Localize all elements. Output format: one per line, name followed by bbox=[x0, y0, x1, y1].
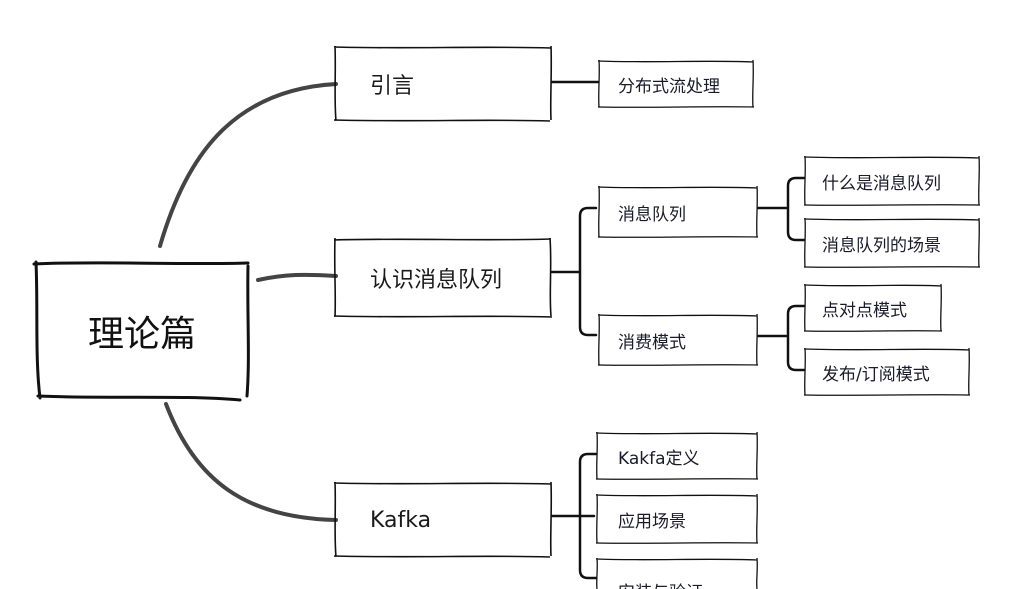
branch-kafka-frame bbox=[333, 481, 553, 558]
branch-message-queue-label: 认识消息队列 bbox=[370, 268, 503, 293]
node-point-to-point[interactable]: 点对点模式 bbox=[803, 283, 943, 332]
connector-root-mq bbox=[256, 272, 338, 282]
connector-mq-children bbox=[550, 206, 598, 337]
node-mq-scenarios-label: 消息队列的场景 bbox=[822, 235, 941, 256]
node-kafka-install[interactable]: 安装与验证 bbox=[596, 558, 758, 589]
connector-root-intro bbox=[158, 82, 338, 248]
node-kafka-definition[interactable]: Kakfa定义 bbox=[595, 431, 759, 480]
root-label: 理论篇 bbox=[87, 314, 196, 355]
branch-intro[interactable]: 引言 bbox=[333, 45, 553, 122]
branch-intro-frame bbox=[333, 45, 553, 122]
node-mq-scenarios[interactable]: 消息队列的场景 bbox=[803, 217, 981, 268]
node-what-is-mq[interactable]: 什么是消息队列 bbox=[803, 155, 981, 206]
connector-root-kafka bbox=[164, 402, 338, 522]
node-kafka-scenarios-label: 应用场景 bbox=[618, 511, 686, 532]
branch-kafka-label: Kafka bbox=[370, 507, 432, 533]
connector-mq-queue-children bbox=[756, 176, 806, 242]
branch-kafka[interactable]: Kafka bbox=[333, 481, 553, 558]
node-distributed-stream-label: 分布式流处理 bbox=[618, 76, 720, 97]
node-message-queue-label: 消息队列 bbox=[618, 204, 686, 225]
node-what-is-mq-label: 什么是消息队列 bbox=[822, 173, 941, 194]
root-node[interactable]: 理论篇 bbox=[32, 260, 250, 402]
node-consume-mode[interactable]: 消费模式 bbox=[597, 313, 759, 366]
node-consume-mode-label: 消费模式 bbox=[618, 332, 686, 353]
node-distributed-stream[interactable]: 分布式流处理 bbox=[597, 59, 755, 108]
node-kafka-definition-label: Kakfa定义 bbox=[618, 448, 700, 469]
node-pub-sub-label: 发布/订阅模式 bbox=[822, 364, 930, 385]
node-pub-sub[interactable]: 发布/订阅模式 bbox=[803, 347, 971, 396]
connector-kafka-children bbox=[550, 452, 598, 580]
connector-consume-children bbox=[756, 304, 806, 372]
node-kafka-scenarios[interactable]: 应用场景 bbox=[595, 493, 759, 544]
branch-message-queue[interactable]: 认识消息队列 bbox=[333, 237, 553, 318]
node-kafka-install-label: 安装与验证 bbox=[618, 578, 703, 589]
node-message-queue[interactable]: 消息队列 bbox=[597, 185, 759, 238]
node-point-to-point-label: 点对点模式 bbox=[822, 300, 907, 321]
branch-intro-label: 引言 bbox=[370, 74, 415, 99]
